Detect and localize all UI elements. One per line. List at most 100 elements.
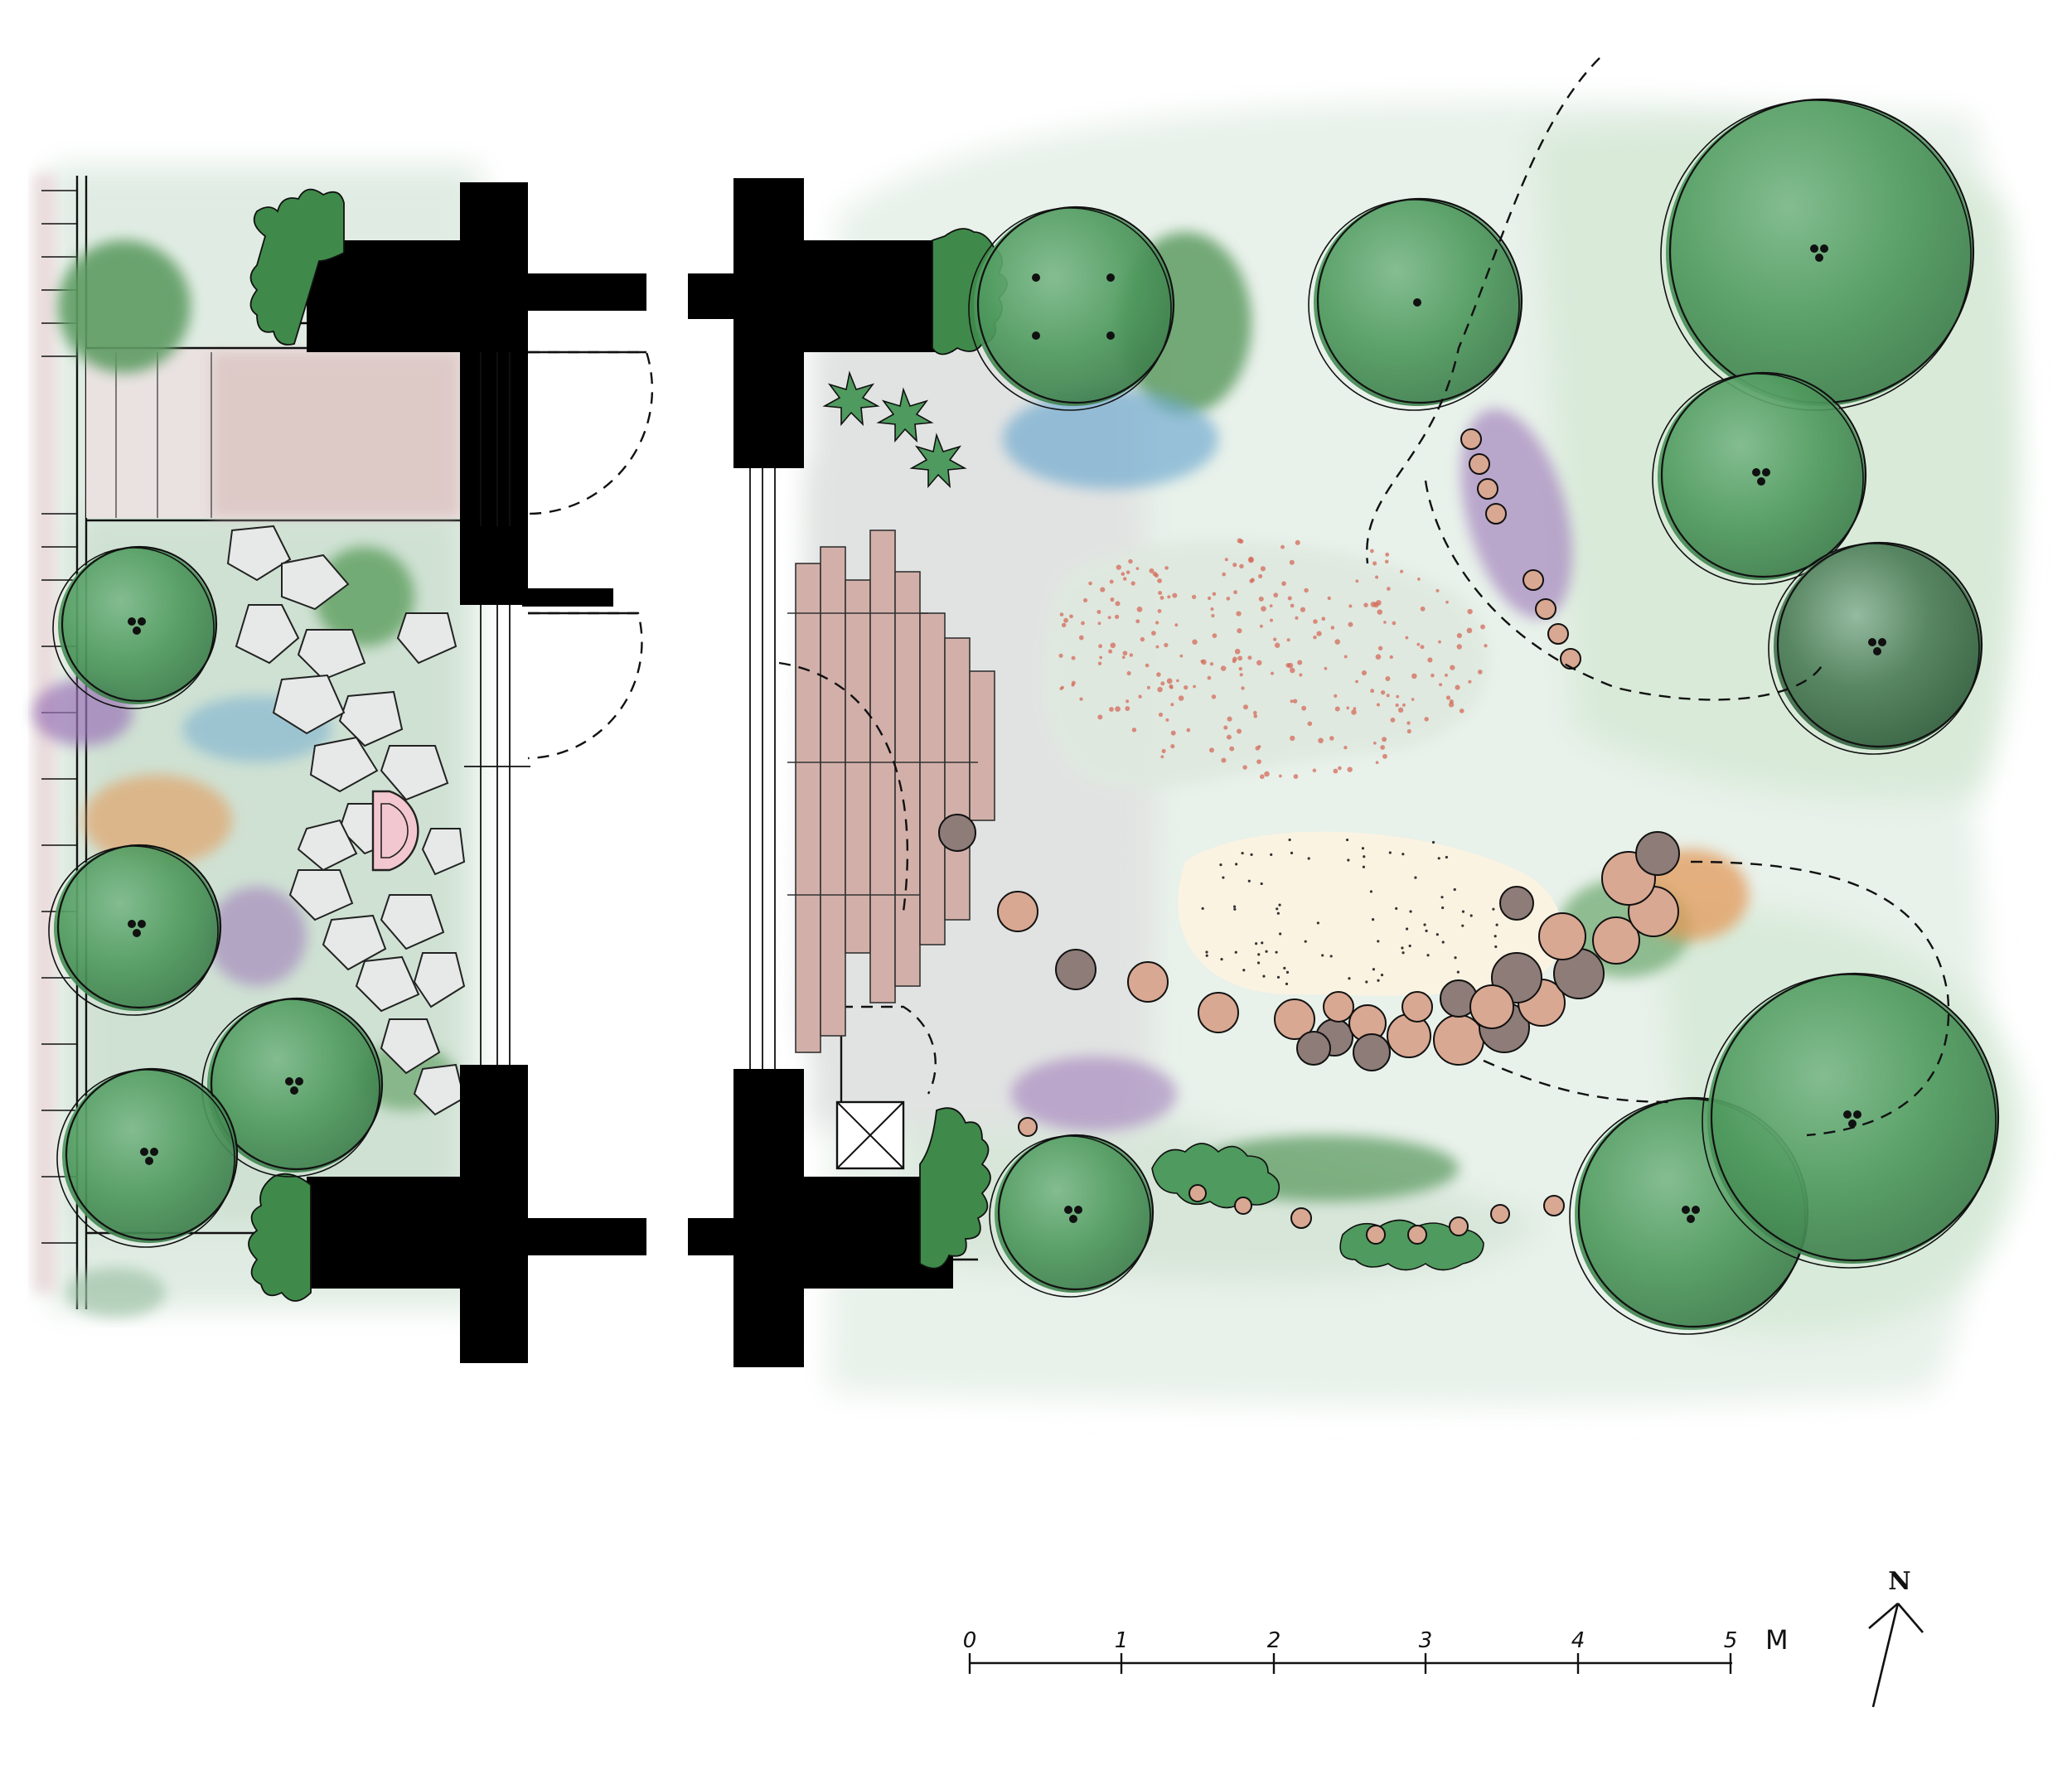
trunk-marker: [1815, 254, 1823, 262]
stepping-stone: [1402, 991, 1433, 1023]
tree-canopy: [989, 1134, 1155, 1298]
canopy-spread: [1366, 57, 1950, 1137]
gravel-dots: [1201, 838, 1498, 985]
stepping-stone: [1477, 478, 1498, 500]
tree-canopy: [968, 206, 1175, 411]
trunk-marker: [150, 1148, 158, 1156]
trunk-marker: [1757, 477, 1765, 486]
scale-unit: M: [1765, 1624, 1789, 1656]
trunk-marker: [138, 920, 146, 928]
trunk-marker: [1064, 1206, 1072, 1214]
stepping-stone: [1018, 1117, 1038, 1137]
stepping-stone: [1127, 961, 1169, 1003]
trunk-marker: [128, 617, 136, 626]
crazy-paving: [226, 525, 466, 1116]
north-arrow-icon: N: [1868, 1567, 1924, 1708]
tree-canopy: [1652, 371, 1867, 585]
tree-canopy: [56, 1067, 239, 1248]
trunk-marker: [1032, 331, 1040, 340]
stepping-stone: [938, 814, 976, 852]
stepping-stone: [1485, 503, 1507, 525]
trunk-marker: [133, 929, 141, 937]
trunk-marker: [1848, 1119, 1857, 1128]
tree-canopy: [48, 844, 222, 1016]
trunk-marker: [1069, 1215, 1077, 1223]
gravel-bed: [1178, 831, 1563, 996]
stepping-stone: [1469, 453, 1490, 475]
trunk-marker: [1853, 1110, 1861, 1119]
stepping-stone: [1523, 569, 1544, 591]
north-label: N: [1888, 1567, 1910, 1596]
trunk-marker: [145, 1157, 153, 1165]
boardwalk-arc: [778, 661, 909, 912]
stepping-stone: [1323, 991, 1354, 1023]
stepping-stone: [1543, 1195, 1565, 1216]
trees: [48, 98, 2000, 1335]
trunk-marker: [1868, 638, 1876, 646]
trunk-marker: [128, 920, 136, 928]
trunk-marker: [140, 1148, 148, 1156]
trunk-marker: [1873, 647, 1881, 655]
stepping-stone: [1469, 984, 1514, 1029]
trunk-marker: [1687, 1215, 1695, 1223]
scale-bar: 0 1 2 3 4 5 M: [963, 1624, 1789, 1674]
trunk-marker: [1762, 468, 1770, 476]
stepping-stone: [1635, 831, 1680, 876]
trunk-marker: [133, 626, 141, 635]
stepping-stone: [1366, 1225, 1386, 1245]
trunk-marker: [1820, 244, 1828, 253]
tree-canopy: [1702, 972, 2000, 1269]
stepping-stone: [1460, 428, 1482, 450]
stepping-stones: [938, 428, 1680, 1245]
stepping-stone: [997, 891, 1038, 932]
glazing: [464, 352, 776, 1069]
storage-box: [835, 1100, 905, 1170]
stepping-stone: [1353, 1033, 1391, 1071]
trunk-marker: [138, 617, 146, 626]
door-swings: [527, 351, 937, 1102]
scale-tick-label: 0: [963, 1628, 977, 1653]
trunk-marker: [1878, 638, 1886, 646]
boardwalk-lines: [787, 612, 978, 896]
trunk-marker: [1810, 244, 1818, 253]
stepping-stone: [1560, 648, 1581, 670]
scale-tick-label: 4: [1571, 1628, 1585, 1653]
tree-canopy: [1768, 541, 1983, 755]
trunk-marker: [1682, 1206, 1690, 1214]
tree-canopy: [52, 545, 218, 709]
accent-plants: [822, 370, 967, 489]
trunk-marker: [1074, 1206, 1082, 1214]
boardwalk: [795, 530, 995, 1053]
stepping-stone: [1290, 1207, 1312, 1229]
hedges: [248, 188, 1008, 1302]
trunk-marker: [285, 1077, 293, 1086]
stepping-stone: [1538, 912, 1586, 960]
stepping-stone: [1449, 1216, 1469, 1236]
stepping-stone: [1274, 999, 1315, 1040]
scale-tick-label: 2: [1267, 1628, 1281, 1653]
stepping-stone: [1188, 1184, 1207, 1202]
stepping-stone: [1296, 1031, 1331, 1066]
trunk-marker: [290, 1086, 298, 1095]
trunk-marker: [295, 1077, 303, 1086]
trunk-marker: [1106, 273, 1115, 282]
trunk-marker: [1032, 273, 1040, 282]
trunk-marker: [1692, 1206, 1700, 1214]
trunk-marker: [1843, 1110, 1852, 1119]
stepping-stone: [1592, 916, 1640, 965]
trunk-marker: [1752, 468, 1760, 476]
trunk-marker: [1106, 331, 1115, 340]
stepping-stone: [1547, 623, 1569, 645]
scale-tick-label: 3: [1419, 1628, 1433, 1653]
stepping-stone: [1407, 1225, 1427, 1245]
stepping-stone: [1535, 598, 1556, 620]
timber-deck: [86, 346, 476, 518]
tree-canopy: [1308, 197, 1523, 411]
pink-seat: [371, 790, 419, 872]
stepping-stone: [1055, 949, 1097, 990]
scale-tick-label: 1: [1115, 1628, 1129, 1653]
stepping-stone: [1490, 1204, 1510, 1224]
stepping-stone: [1499, 886, 1534, 921]
meadow-dots: [1058, 538, 1488, 780]
